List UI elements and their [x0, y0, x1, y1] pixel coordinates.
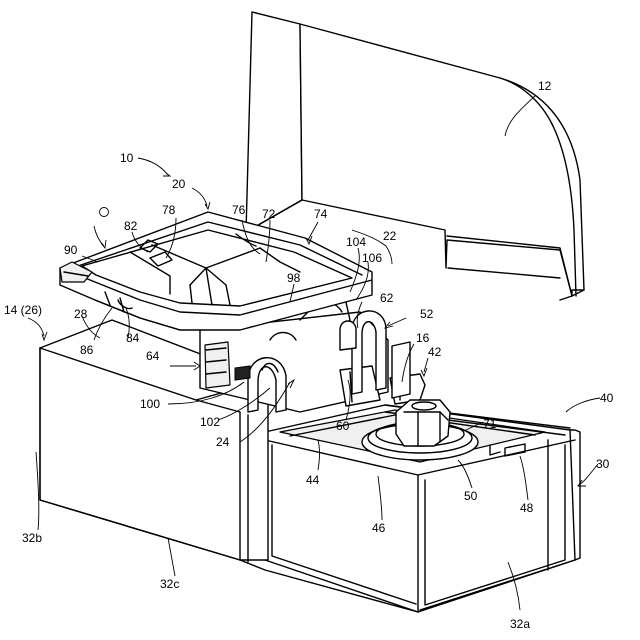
label-12: 12 [538, 79, 552, 93]
label-60: 60 [336, 419, 350, 433]
label-32c: 32c [160, 577, 179, 591]
label-102: 102 [200, 415, 220, 429]
label-22: 22 [383, 229, 397, 243]
label-30: 30 [596, 457, 610, 471]
label-104: 104 [346, 235, 366, 249]
label-44: 44 [306, 473, 320, 487]
label-46: 46 [372, 521, 386, 535]
label-74: 74 [314, 207, 328, 221]
label-42: 42 [428, 345, 442, 359]
label-20: 20 [172, 177, 186, 191]
label-52: 52 [420, 307, 434, 321]
label-24: 24 [216, 435, 230, 449]
label-32b: 32b [22, 531, 42, 545]
label-62: 62 [380, 291, 394, 305]
label-16: 16 [416, 331, 430, 345]
label-72: 72 [262, 207, 276, 221]
label-48: 48 [520, 501, 534, 515]
tray-20 [60, 212, 372, 330]
label-28: 28 [74, 307, 88, 321]
label-50: 50 [464, 489, 478, 503]
label-84: 84 [126, 331, 140, 345]
label-76: 76 [232, 203, 246, 217]
label-14-26: 14 (26) [4, 303, 42, 317]
circle-symbol [94, 208, 109, 249]
label-71: 71 [483, 417, 497, 431]
label-82: 82 [124, 219, 138, 233]
label-90: 90 [64, 243, 78, 257]
label-40: 40 [600, 391, 614, 405]
label-32a: 32a [510, 617, 530, 631]
label-78: 78 [162, 203, 176, 217]
label-106: 106 [362, 251, 382, 265]
label-100: 100 [140, 397, 160, 411]
label-10: 10 [120, 151, 134, 165]
label-86: 86 [80, 343, 94, 357]
label-64: 64 [146, 349, 160, 363]
label-98: 98 [287, 271, 301, 285]
